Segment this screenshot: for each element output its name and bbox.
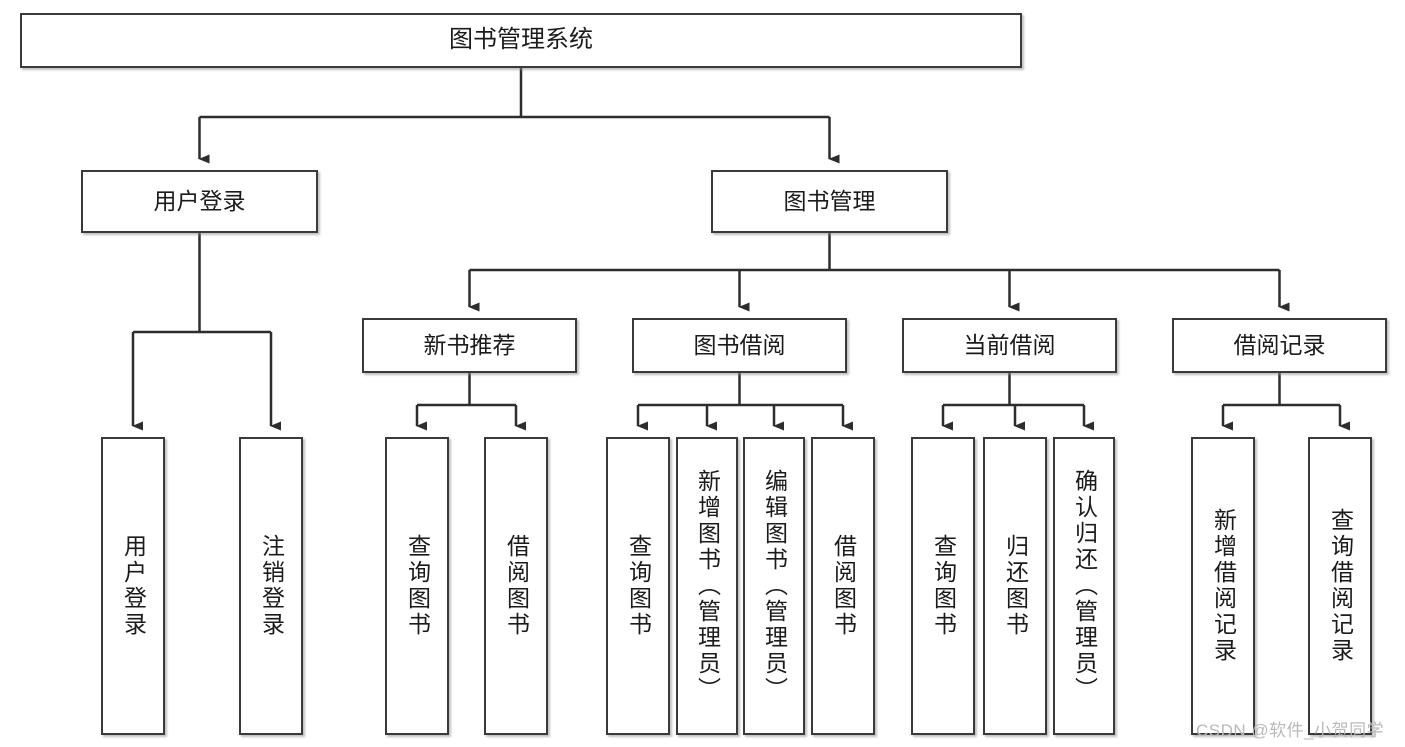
- node-label: 图书管理系统: [449, 26, 593, 54]
- branch-node[interactable]: 借阅记录: [1172, 318, 1387, 373]
- branch-node[interactable]: 用户登录: [81, 170, 318, 233]
- leaf-node[interactable]: 确认归还（管理员）: [1053, 437, 1115, 735]
- leaf-node[interactable]: 借阅图书: [484, 437, 548, 735]
- leaf-node[interactable]: 归还图书: [983, 437, 1047, 735]
- leaf-node[interactable]: 查询借阅记录: [1308, 437, 1372, 735]
- node-label: 用户登录: [120, 534, 147, 638]
- node-label: 图书管理: [783, 187, 876, 214]
- node-label: 新增借阅记录: [1210, 508, 1237, 664]
- leaf-node[interactable]: 用户登录: [101, 437, 165, 735]
- node-label: 查询图书: [404, 534, 431, 638]
- leaf-node[interactable]: 编辑图书（管理员）: [743, 437, 805, 735]
- node-label: 查询借阅记录: [1327, 508, 1354, 664]
- node-label: 查询图书: [625, 534, 652, 638]
- node-label: 借阅图书: [503, 534, 530, 638]
- leaf-node[interactable]: 新增借阅记录: [1191, 437, 1255, 735]
- root-node[interactable]: 图书管理系统: [20, 13, 1022, 68]
- node-label: 归还图书: [1002, 534, 1029, 638]
- branch-node[interactable]: 图书借阅: [632, 318, 847, 373]
- node-label: 借阅记录: [1233, 331, 1326, 358]
- node-label: 注销登录: [258, 534, 285, 638]
- node-label: 编辑图书（管理员）: [761, 469, 788, 703]
- branch-node[interactable]: 当前借阅: [902, 318, 1117, 373]
- branch-node[interactable]: 新书推荐: [362, 318, 577, 373]
- node-label: 当前借阅: [963, 331, 1056, 358]
- branch-node[interactable]: 图书管理: [711, 170, 948, 233]
- leaf-node[interactable]: 查询图书: [911, 437, 975, 735]
- node-label: 图书借阅: [693, 331, 786, 358]
- leaf-node[interactable]: 查询图书: [385, 437, 449, 735]
- node-label: 用户登录: [153, 187, 246, 214]
- node-label: 查询图书: [930, 534, 957, 638]
- leaf-node[interactable]: 注销登录: [239, 437, 303, 735]
- leaf-node[interactable]: 新增图书（管理员）: [676, 437, 738, 735]
- node-label: 新书推荐: [423, 331, 516, 358]
- leaf-node[interactable]: 查询图书: [606, 437, 670, 735]
- leaf-node[interactable]: 借阅图书: [811, 437, 875, 735]
- csdn-watermark: CSDN @软件_小贺同学: [1196, 721, 1385, 740]
- node-label: 确认归还（管理员）: [1071, 469, 1098, 703]
- node-label: 新增图书（管理员）: [694, 469, 721, 703]
- node-label: 借阅图书: [830, 534, 857, 638]
